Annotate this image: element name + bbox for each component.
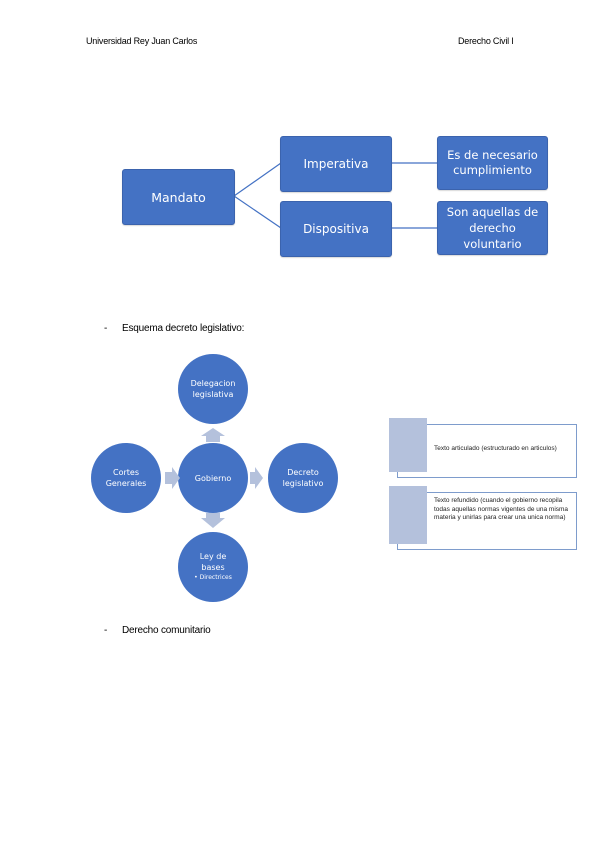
gobierno-label: Gobierno: [194, 473, 232, 483]
side-note-articulado-tab: [389, 418, 427, 472]
imperativa-description: Es de necesario cumplimiento: [447, 148, 538, 177]
side-note-refundido-text: Texto refundido (cuando el gobierno reco…: [434, 497, 569, 521]
side-note-refundido-tab: [389, 486, 427, 544]
ley-circle: Ley de bases • Directrices: [178, 532, 248, 602]
side-note-articulado-text: Texto articulado (estructurado en articu…: [434, 445, 557, 452]
delegacion-circle: Delegacion legislativa: [178, 354, 248, 424]
side-note-refundido-box: Texto refundido (cuando el gobierno reco…: [397, 492, 577, 550]
header-left: Universidad Rey Juan Carlos: [86, 36, 198, 46]
delegacion-label: Delegacion legislativa: [190, 379, 236, 399]
side-note-articulado-box: Texto articulado (estructurado en articu…: [397, 424, 577, 478]
arrow-down-icon: [201, 513, 225, 528]
side-note-articulado: Texto articulado (estructurado en articu…: [389, 418, 577, 478]
arrow-up-icon: [201, 428, 225, 442]
header-right: Derecho Civil I: [458, 36, 514, 46]
bullet-dash: -: [104, 323, 108, 334]
mandato-node: Mandato: [122, 169, 235, 225]
bullet-comunitario-text: Derecho comunitario: [122, 625, 211, 636]
side-note-refundido: Texto refundido (cuando el gobierno reco…: [389, 486, 577, 552]
arrow-right-icon: [165, 467, 180, 489]
mandato-connectors: [233, 162, 438, 229]
ley-label: Ley de bases: [199, 552, 227, 572]
dispositiva-description-node: Son aquellas de derecho voluntario: [437, 201, 548, 255]
decreto-label: Decreto legislativo: [282, 468, 324, 488]
cortes-circle: Cortes Generales: [91, 443, 161, 513]
arrow-right-icon: [250, 467, 263, 489]
imperativa-label: Imperativa: [303, 157, 369, 171]
mandato-label: Mandato: [151, 189, 206, 205]
imperativa-description-node: Es de necesario cumplimiento: [437, 136, 548, 190]
imperativa-node: Imperativa: [280, 136, 392, 192]
bullet-dash: -: [104, 625, 108, 636]
dispositiva-node: Dispositiva: [280, 201, 392, 257]
bullet-esquema-text: Esquema decreto legislativo:: [122, 323, 245, 334]
dispositiva-description: Son aquellas de derecho voluntario: [446, 205, 539, 251]
directrices-label: • Directrices: [194, 574, 232, 581]
bullet-esquema: - Esquema decreto legislativo:: [104, 323, 244, 334]
decreto-circle: Decreto legislativo: [268, 443, 338, 513]
bullet-comunitario: - Derecho comunitario: [104, 625, 211, 636]
dispositiva-label: Dispositiva: [303, 222, 369, 236]
gobierno-circle: Gobierno: [178, 443, 248, 513]
cortes-label: Cortes Generales: [105, 468, 147, 488]
